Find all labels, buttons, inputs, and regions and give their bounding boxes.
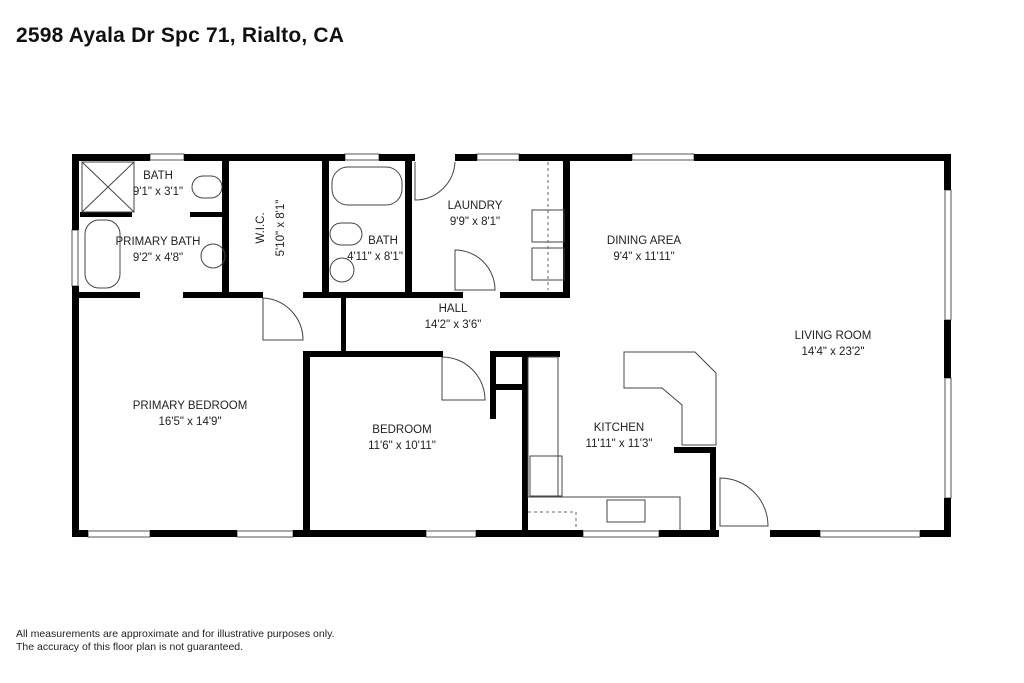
room-size: 4'11" x 8'1" [347,251,403,263]
room-name: HALL [439,303,468,315]
room-labels: BATH 9'1" x 3'1" PRIMARY BATH 9'2" x 4'8… [116,170,872,452]
room-size: 9'9" x 8'1" [450,216,500,228]
room-name: BATH [368,235,398,247]
disclaimer: All measurements are approximate and for… [16,628,334,654]
room-name: LIVING ROOM [795,330,872,342]
room-name: LAUNDRY [448,200,503,212]
room-size: 11'11" x 11'3" [586,438,653,450]
room-size: 11'6" x 10'11" [368,440,436,452]
fixtures [81,161,769,530]
room-size: 14'4" x 23'2" [801,346,864,358]
room-name: BATH [143,170,173,182]
room-name: W.I.C. [255,212,267,243]
room-size: 9'4" x 11'11" [613,251,674,263]
room-name: DINING AREA [607,235,681,247]
page-title: 2598 Ayala Dr Spc 71, Rialto, CA [16,24,345,47]
walls [72,154,951,537]
room-name: PRIMARY BEDROOM [133,400,248,412]
room-name: BEDROOM [372,424,431,436]
room-name: PRIMARY BATH [116,236,201,248]
room-size: 9'1" x 3'1" [133,186,183,198]
disclaimer-line: The accuracy of this floor plan is not g… [16,641,244,653]
room-name: KITCHEN [594,422,644,434]
disclaimer-line: All measurements are approximate and for… [16,628,335,640]
room-size: 5'10" x 8'1" [275,200,287,257]
room-size: 14'2" x 3'6" [425,319,482,331]
room-size: 9'2" x 4'8" [133,252,183,264]
room-size: 16'5" x 14'9" [158,416,221,428]
